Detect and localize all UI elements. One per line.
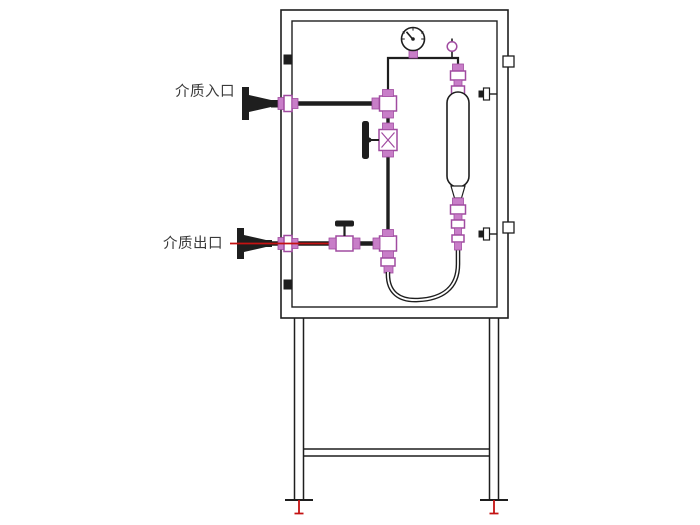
valve-collar-right <box>352 237 361 250</box>
hose-outline <box>385 248 461 303</box>
fitting-body <box>449 204 467 215</box>
fitting-collar <box>453 213 463 221</box>
stand-leg-left <box>293 318 305 500</box>
inlet-tee <box>371 89 398 119</box>
inlet-flange <box>242 87 249 120</box>
sample-cylinder <box>446 63 470 251</box>
spare-ports <box>478 87 497 241</box>
spare-port-body <box>482 87 491 101</box>
fitting-collar <box>291 98 299 109</box>
fitting-body <box>283 94 293 113</box>
panel-frame <box>280 9 515 319</box>
outlet-label: 介质出口 <box>163 235 223 252</box>
gauge-ticks <box>401 27 425 40</box>
floor-stand <box>285 318 508 501</box>
cylinder-top-valve <box>449 63 467 95</box>
outlet-valve <box>328 220 361 252</box>
anchor-marks <box>294 500 499 515</box>
spare-port-cap <box>478 90 484 98</box>
inlet-nipple <box>271 100 278 108</box>
anchor-left <box>294 500 304 515</box>
tee-collar-bottom <box>382 110 394 119</box>
tee-body <box>378 95 398 112</box>
fitting-collar <box>454 241 462 251</box>
fitting-body <box>450 219 466 229</box>
hose-core <box>387 248 459 301</box>
cylinder-bottom-cone <box>450 185 466 199</box>
tee-collar-bottom <box>382 250 394 259</box>
hinge-right-top <box>502 55 515 68</box>
hinge-right-bottom <box>502 221 515 234</box>
stand-leg-right <box>488 318 500 500</box>
inlet-label: 介质入口 <box>175 83 235 100</box>
outlet-valve-handle <box>335 220 354 227</box>
flex-hose <box>385 248 461 303</box>
cylinder-body <box>446 91 470 188</box>
valve-collar-top <box>382 122 394 130</box>
cabinet-inner-frame <box>291 20 498 308</box>
tee-body <box>378 235 398 252</box>
valve-collar-bottom <box>382 150 394 158</box>
gauge-tick-marks <box>401 27 425 40</box>
hose-connector-body <box>380 257 396 267</box>
inlet-bulkhead-fitting <box>277 94 299 113</box>
fitting-collar <box>454 227 462 236</box>
hinge-left-bottom <box>283 279 292 290</box>
outlet-tee <box>372 229 398 274</box>
cylinder-bottom-valve <box>449 185 467 251</box>
fitting-collar <box>452 63 464 72</box>
inlet-assembly: 介质入口 <box>175 83 299 120</box>
tee-collar-left <box>372 237 381 250</box>
anchor-right <box>489 500 499 515</box>
regulating-valve <box>362 121 398 159</box>
tee-collar-left <box>371 97 380 110</box>
spare-port-body <box>482 227 491 241</box>
fitting-collar <box>277 97 285 110</box>
hose-connector-collar <box>383 265 394 274</box>
pressure-gauge <box>400 26 426 59</box>
valve-body-cross <box>381 132 395 148</box>
valve-handle-lever <box>362 121 369 159</box>
fitting-body <box>449 70 467 81</box>
valve-collar-left <box>328 237 337 250</box>
valve-body <box>335 235 354 252</box>
fitting-collar <box>452 197 464 206</box>
needle-valve <box>446 38 458 58</box>
gauge-header-pipe <box>386 56 460 104</box>
hinge-left-top <box>283 54 292 65</box>
fitting-collar <box>453 79 463 87</box>
needle-valve-handwheel <box>446 40 458 53</box>
gauge-pivot <box>411 37 415 41</box>
stand-crossbar <box>303 448 490 457</box>
inlet-reducer-cone <box>249 95 271 112</box>
spare-port-bottom <box>478 227 497 241</box>
tee-collar-top <box>382 89 394 97</box>
outlet-assembly: 介质出口 <box>163 228 334 259</box>
spare-port-top <box>478 87 497 101</box>
cabinet-outer-frame <box>280 9 509 319</box>
spare-port-cap <box>478 230 484 238</box>
fitting-body <box>451 234 465 243</box>
tee-collar-top <box>382 229 394 237</box>
